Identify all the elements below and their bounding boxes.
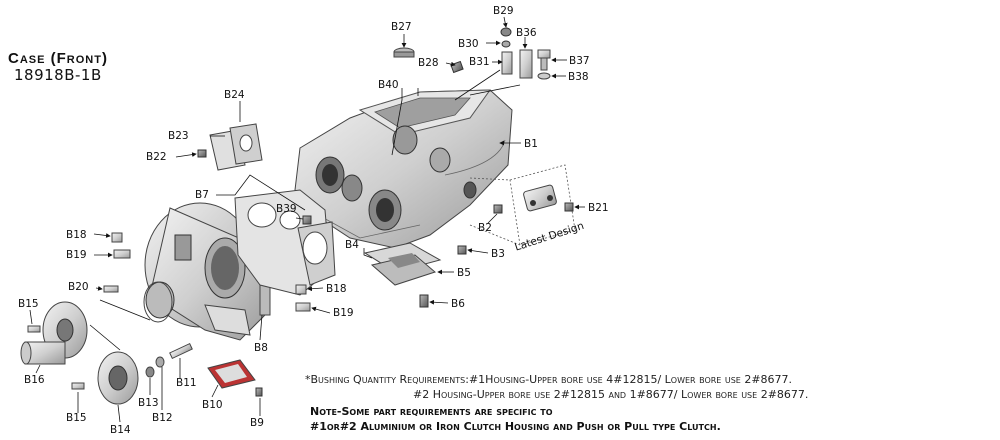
- label-b4: B4: [345, 239, 359, 251]
- note-bushing-line2: #2 Housing-Upper bore use 2#12815 and 1#…: [413, 388, 809, 401]
- label-b19b: B19: [333, 307, 354, 319]
- bolts: [27, 149, 574, 397]
- label-b30: B30: [458, 38, 479, 50]
- label-b12: B12: [152, 412, 173, 424]
- label-b36: B36: [516, 27, 537, 39]
- label-b3: B3: [491, 248, 505, 260]
- label-b21: B21: [588, 202, 609, 214]
- part-number: 18918B-1B: [14, 66, 102, 84]
- label-b14: B14: [110, 424, 131, 436]
- top-hardware: [393, 27, 551, 80]
- label-b31: B31: [469, 56, 490, 68]
- label-b24: B24: [224, 89, 245, 101]
- label-b9: B9: [250, 417, 264, 429]
- part-labels: B27 B29 B30 B36 B28 B31 B37 B38 B40 B24 …: [18, 5, 609, 436]
- label-b19a: B19: [66, 249, 87, 261]
- label-b20: B20: [68, 281, 89, 293]
- note-bushing-line1: *Bushing Quantity Requirements:#1Housing…: [305, 373, 793, 386]
- label-b2: B2: [478, 222, 492, 234]
- label-b10: B10: [202, 399, 223, 411]
- label-b6: B6: [451, 298, 465, 310]
- label-b15a: B15: [18, 298, 39, 310]
- label-b11: B11: [176, 377, 197, 389]
- latest-design-label: Latest Design: [513, 220, 585, 254]
- label-b27: B27: [391, 21, 412, 33]
- label-b13: B13: [138, 397, 159, 409]
- transmission-case: [294, 89, 513, 249]
- label-b1: B1: [524, 138, 538, 150]
- clutch-housing: [144, 202, 271, 341]
- label-b5: B5: [457, 267, 471, 279]
- note-requirements-line2: #1or#2 Aluminium or Iron Clutch Housing …: [310, 420, 721, 433]
- label-b22: B22: [146, 151, 167, 163]
- label-b8: B8: [254, 342, 268, 354]
- leader-lines: [29, 16, 585, 423]
- label-b15b: B15: [66, 412, 87, 424]
- label-b39: B39: [276, 203, 297, 215]
- label-b23: B23: [168, 130, 189, 142]
- label-b29: B29: [493, 5, 514, 17]
- label-b37: B37: [569, 55, 590, 67]
- label-b38: B38: [568, 71, 589, 83]
- label-b40: B40: [378, 79, 399, 91]
- label-b28: B28: [418, 57, 439, 69]
- label-b16: B16: [24, 374, 45, 386]
- side-cover-plate: [209, 123, 263, 171]
- label-b7: B7: [195, 189, 209, 201]
- note-requirements-line1: Note-Some part requirements are specific…: [310, 405, 553, 418]
- label-b18a: B18: [66, 229, 87, 241]
- label-b18b: B18: [326, 283, 347, 295]
- diagram-title: Case (Front): [8, 50, 108, 67]
- bottom-cover: [363, 242, 442, 308]
- bearing-retainer: [20, 281, 173, 405]
